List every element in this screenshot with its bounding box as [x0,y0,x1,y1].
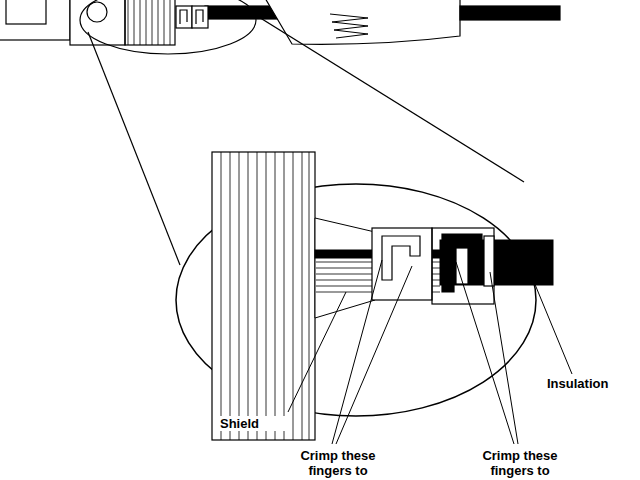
connector-overview [158,0,159,45]
shell-ribs [275,152,276,440]
part-label: Shield [218,416,292,431]
connector-overview [0,0,560,54]
crimp-ferrule [442,234,482,292]
connector-overview [87,2,107,22]
connector-overview [196,10,203,24]
crimp-ferrule [372,228,494,304]
connector-overview [330,14,368,38]
connector-overview [170,0,171,45]
connector-overview [125,0,175,45]
zoom-lines [88,32,180,265]
part-label: Insulation [545,376,637,391]
shell-ribs [248,152,249,440]
leader-lines [288,260,572,444]
shell-ribs [239,152,240,440]
shell-ribs [266,152,267,440]
connector-overview [140,0,141,45]
cable-detail [440,240,553,285]
connector-overview [70,0,125,45]
connector-overview [0,0,70,40]
crimp-ferrule [456,248,468,284]
connector-overview [134,0,135,45]
crimp-ferrule [382,236,420,280]
crimp-instruction: Crimp these fingers to [284,448,392,478]
connector-overview [80,0,256,54]
shell-ribs [212,152,315,440]
connector-overview [128,0,170,45]
connector-overview [128,0,129,45]
connector-overview [6,0,46,24]
leader-lines [332,260,382,444]
connector-overview [180,10,187,24]
leader-lines [456,262,514,444]
connector-overview [164,0,165,45]
shell-ribs [257,152,258,440]
leader-lines [336,266,412,444]
leader-lines [534,282,572,374]
connector-overview [460,6,560,20]
connector-overview [152,0,153,45]
leader-lines [490,272,518,444]
connector-overview [265,0,460,44]
leader-lines [288,292,346,412]
crimp-ferrule [432,228,494,304]
shell-ribs [230,152,231,440]
crimp-ferrule [484,236,494,286]
connector-overview [146,0,147,45]
shell-ribs [309,152,310,440]
cable-detail [315,218,553,318]
shell-ribs [284,152,285,440]
shell-ribs [212,152,315,440]
connector-overview [176,6,192,28]
shell-ribs [302,152,303,440]
shell-ribs [293,152,294,440]
crimp-instruction: Crimp these fingers to [466,448,574,478]
connector-overview [192,6,208,28]
shell-ribs [221,152,222,440]
